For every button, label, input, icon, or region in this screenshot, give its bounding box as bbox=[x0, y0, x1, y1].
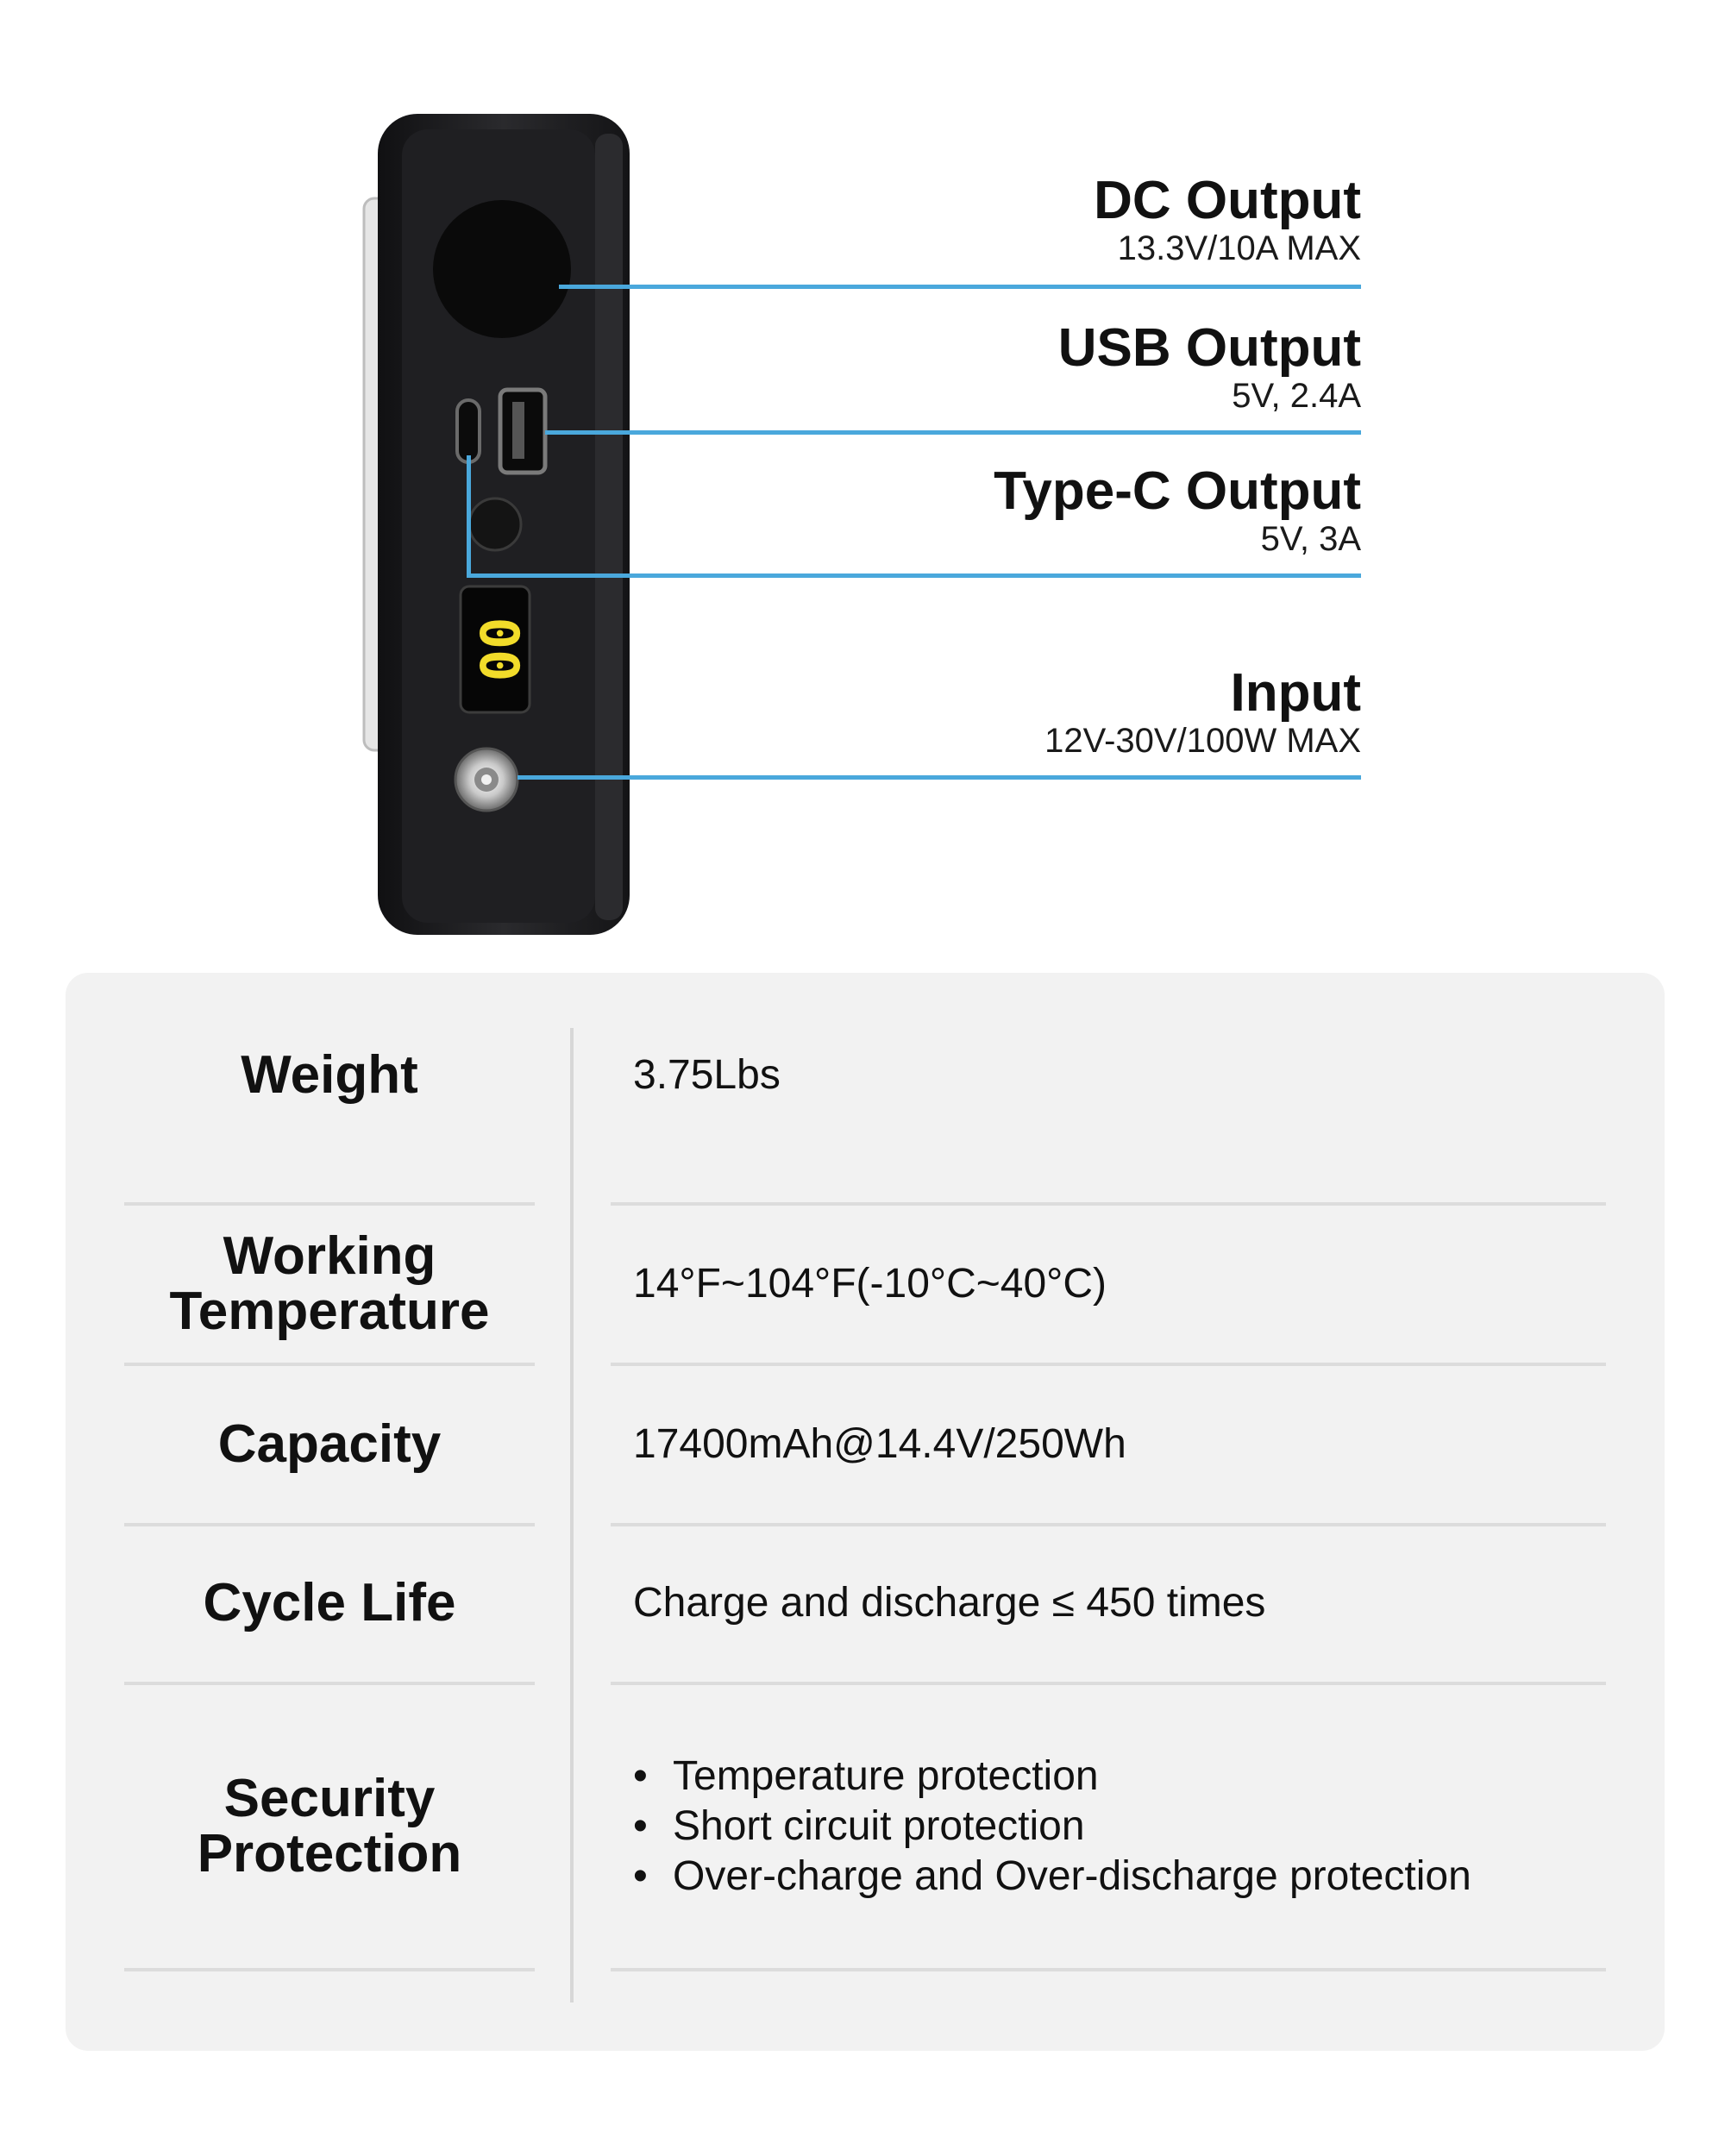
list-item: Short circuit protection bbox=[633, 1802, 1471, 1852]
input-callout: Input 12V-30V/100W MAX bbox=[1044, 663, 1362, 761]
capacity-label: Capacity bbox=[217, 1414, 442, 1474]
type-c-port bbox=[455, 398, 481, 464]
type-c-leader-vertical bbox=[467, 455, 471, 574]
power-station-side-view: 00 bbox=[362, 114, 630, 935]
list-item: Temperature protection bbox=[633, 1752, 1471, 1802]
capacity-value: 17400mAh@14.4V/250Wh bbox=[633, 1421, 1126, 1467]
lcd-digits: 00 bbox=[467, 617, 530, 682]
dc-output-title: DC Output bbox=[1094, 171, 1361, 230]
power-button bbox=[467, 497, 523, 552]
row-separator-left bbox=[124, 1363, 535, 1366]
input-spec: 12V-30V/100W MAX bbox=[1044, 722, 1361, 760]
row-separator-left bbox=[124, 1968, 535, 1971]
security-list: Temperature protection Short circuit pro… bbox=[633, 1752, 1471, 1902]
dc-output-leader bbox=[559, 285, 1361, 289]
dc-output-spec: 13.3V/10A MAX bbox=[1117, 229, 1361, 267]
usb-output-leader bbox=[545, 430, 1361, 435]
row-separator-left bbox=[124, 1523, 535, 1526]
type-c-output-leader bbox=[467, 573, 1361, 578]
dc-output-callout: DC Output 13.3V/10A MAX bbox=[1094, 171, 1361, 268]
row-separator-right bbox=[611, 1523, 1606, 1526]
cycle-life-label: Cycle Life bbox=[203, 1573, 456, 1633]
row-separator-right bbox=[611, 1968, 1606, 1971]
security-value: Temperature protection Short circuit pro… bbox=[633, 1685, 1613, 1968]
row-separator-left bbox=[124, 1202, 535, 1206]
row-separator-right bbox=[611, 1202, 1606, 1206]
row-separator-right bbox=[611, 1682, 1606, 1685]
temperature-value: 14°F~104°F(-10°C~40°C) bbox=[633, 1261, 1107, 1307]
usb-output-callout: USB Output 5V, 2.4A bbox=[1057, 318, 1361, 416]
list-item: Over-charge and Over-discharge protectio… bbox=[633, 1852, 1471, 1902]
weight-value: 3.75Lbs bbox=[633, 1052, 781, 1098]
lcd-display bbox=[459, 585, 531, 714]
security-label-line2: Protection bbox=[197, 1824, 462, 1883]
row-separator-right bbox=[611, 1363, 1606, 1366]
spec-row-capacity: Capacity 17400mAh@14.4V/250Wh bbox=[66, 1366, 1665, 1523]
row-separator-left bbox=[124, 1682, 535, 1685]
type-c-output-spec: 5V, 3A bbox=[1260, 520, 1361, 558]
type-c-output-title: Type-C Output bbox=[994, 461, 1361, 521]
dc-output-port bbox=[433, 200, 571, 338]
temperature-label-line1: Working bbox=[223, 1226, 436, 1286]
spec-row-weight: Weight 3.75Lbs bbox=[66, 1007, 1665, 1144]
usb-output-spec: 5V, 2.4A bbox=[1232, 377, 1361, 415]
column-divider bbox=[570, 1028, 574, 2002]
input-title: Input bbox=[1230, 663, 1362, 723]
usb-output-title: USB Output bbox=[1057, 318, 1361, 378]
weight-label: Weight bbox=[241, 1045, 418, 1105]
spec-row-cycle-life: Cycle Life Charge and discharge ≤ 450 ti… bbox=[66, 1526, 1665, 1680]
cycle-life-value: Charge and discharge ≤ 450 times bbox=[633, 1580, 1266, 1626]
temperature-label-line2: Temperature bbox=[169, 1282, 490, 1341]
security-label-line1: Security bbox=[223, 1769, 436, 1828]
type-c-output-callout: Type-C Output 5V, 3A bbox=[994, 461, 1361, 559]
input-leader bbox=[518, 775, 1361, 780]
